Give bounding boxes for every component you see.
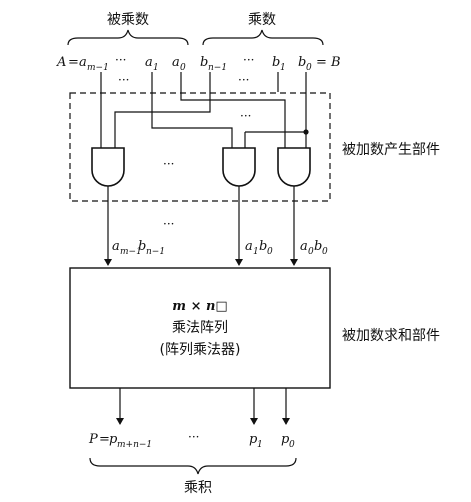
input-b0-sub: 0 <box>306 63 312 73</box>
pp-right-b-sub: 0 <box>322 247 328 257</box>
input-b1: b <box>272 55 280 70</box>
input-a0-sub: 0 <box>180 63 186 73</box>
multiplicand-label: 被乘数 <box>107 12 149 28</box>
input-equals-B: = B <box>316 55 341 70</box>
input-ellipsis-b: ··· <box>243 53 254 67</box>
output-p0: p <box>281 432 290 447</box>
input-wires <box>100 72 307 148</box>
pp-right-b: b <box>314 239 322 254</box>
pp-mid-b: b <box>259 239 267 254</box>
input-b0: b <box>298 55 306 70</box>
multiplier-label: 乘数 <box>248 12 276 28</box>
operand-A: A <box>56 55 66 70</box>
output-wires <box>116 388 290 425</box>
input-operands: A = a m−1 ··· a 1 a 0 b n−1 ··· b 1 b 0 … <box>56 53 341 73</box>
partial-product-wires <box>104 186 298 266</box>
output-equals: = <box>99 432 110 447</box>
multiplicand-brace <box>67 29 189 46</box>
pp-left-a: a <box>112 239 120 254</box>
multiplier-brace <box>202 29 324 46</box>
pp-right-a: a <box>300 239 308 254</box>
output-p1-sub: 1 <box>257 440 263 450</box>
output-p0-sub: 0 <box>289 440 295 450</box>
ellipsis-under-b: ··· <box>238 73 249 87</box>
partial-gen-label: 被加数产生部件 <box>342 142 440 158</box>
equals-sign: = <box>68 55 79 70</box>
input-b-n1-sub: n−1 <box>208 63 227 73</box>
product-label: 乘积 <box>184 480 212 496</box>
pp-mid-a-sub: 1 <box>253 247 259 257</box>
and-gate-middle <box>222 147 256 187</box>
input-a1: a <box>145 55 153 70</box>
array-multiplier-box <box>69 267 331 389</box>
pp-mid-a: a <box>245 239 253 254</box>
input-b-n1: b <box>200 55 208 70</box>
ellipsis-under-a: ··· <box>118 73 129 87</box>
output-P: P <box>88 432 98 447</box>
gate-ellipsis: ··· <box>163 157 174 171</box>
wire-junction <box>303 129 309 135</box>
input-a0: a <box>172 55 180 70</box>
box-title: 乘法阵列 <box>172 320 228 336</box>
input-a-m1: a <box>79 55 87 70</box>
partial-products: a m−1 b n−1 a 1 b 0 a 0 b 0 <box>112 239 328 257</box>
pp-mid-b-sub: 0 <box>267 247 273 257</box>
output-p-high-sub: m+n−1 <box>117 440 152 450</box>
pp-left-b: b <box>138 239 146 254</box>
input-a1-sub: 1 <box>153 63 159 73</box>
wire-ellipsis: ··· <box>240 109 251 123</box>
input-b1-sub: 1 <box>280 63 286 73</box>
output-p-high: p <box>109 432 118 447</box>
partial-gen-boundary <box>69 92 331 202</box>
partial-ellipsis: ··· <box>163 217 174 231</box>
box-subtitle: (阵列乘法器) <box>160 342 241 358</box>
pp-left-a-sub: m−1 <box>120 247 142 257</box>
product-brace <box>89 457 297 475</box>
product-outputs: P = p m+n−1 ··· p 1 p 0 <box>88 430 295 450</box>
pp-left-b-sub: n−1 <box>146 247 165 257</box>
partial-sum-label: 被加数求和部件 <box>342 328 440 344</box>
box-size-label: m × n□ <box>172 299 227 314</box>
and-gate-right <box>277 147 311 187</box>
and-gate-left <box>91 147 125 187</box>
input-ellipsis-a: ··· <box>115 53 126 67</box>
output-ellipsis: ··· <box>188 430 199 444</box>
input-a-m1-sub: m−1 <box>87 63 109 73</box>
pp-right-a-sub: 0 <box>308 247 314 257</box>
output-p1: p <box>249 432 258 447</box>
